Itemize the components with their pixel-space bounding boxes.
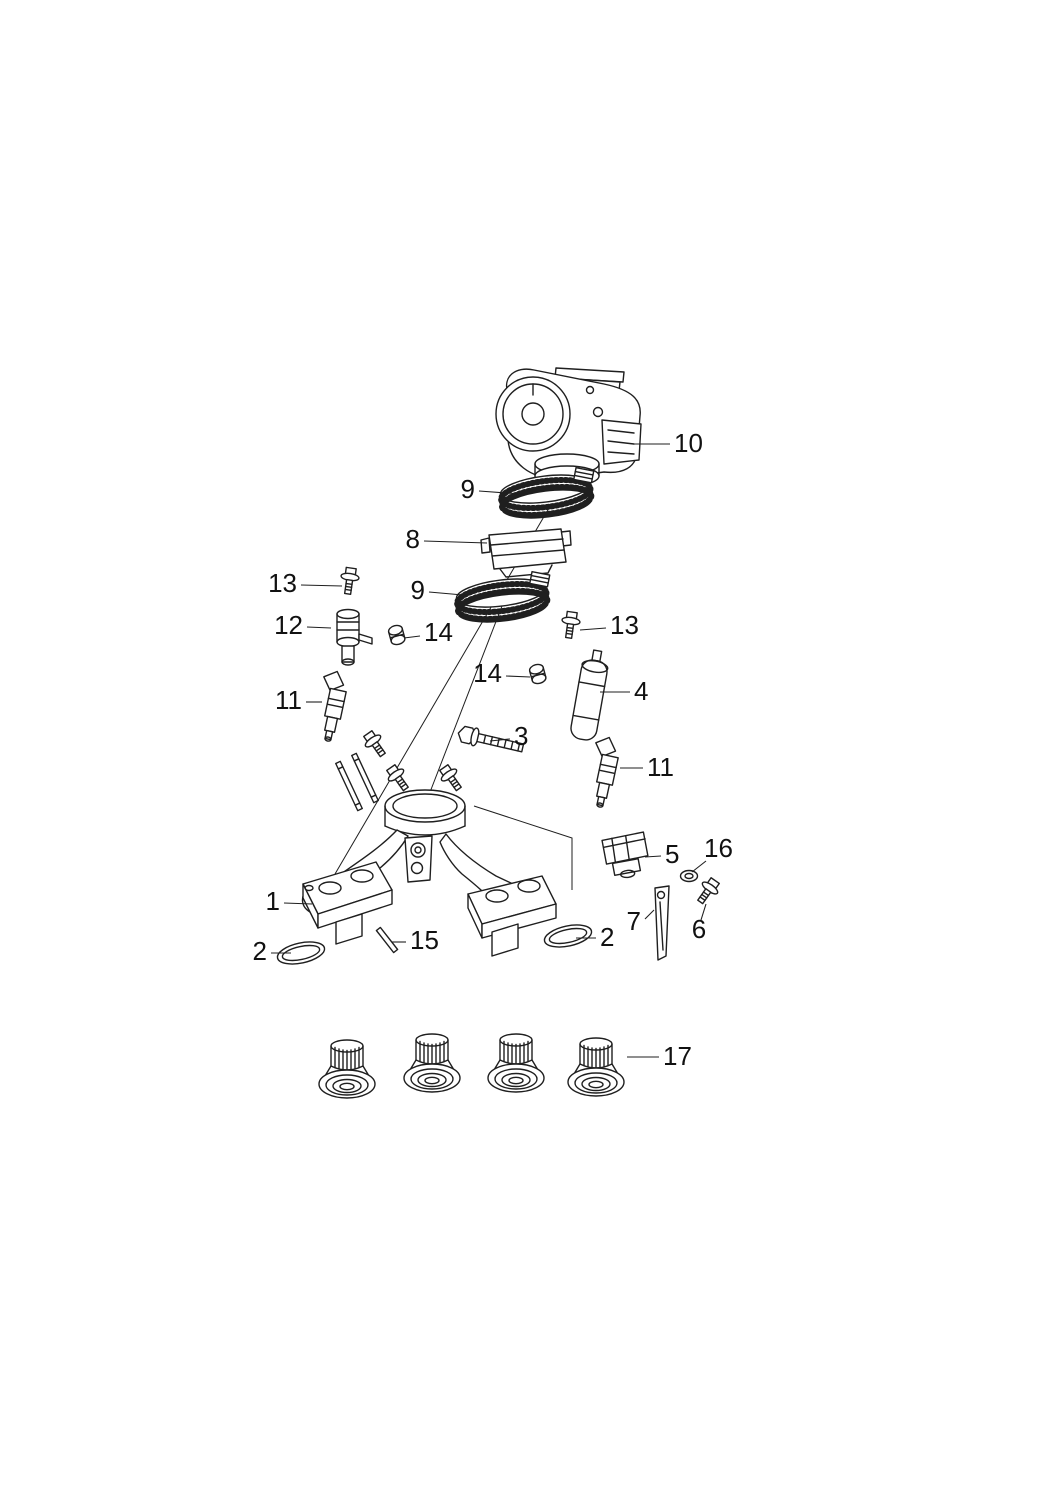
part-plug-14-right <box>527 662 548 686</box>
assembly-lines <box>334 507 573 890</box>
part-bolt-b <box>382 761 414 795</box>
callout-6: 6 <box>692 903 707 944</box>
callout-number: 17 <box>663 1041 692 1071</box>
callout-9: 9 <box>411 575 464 605</box>
part-hose-clamp-lower <box>454 570 554 627</box>
callout-15: 15 <box>392 925 439 955</box>
part-o-ring-right <box>541 920 595 952</box>
callout-1: 1 <box>266 886 313 916</box>
callout-number: 11 <box>647 752 674 782</box>
leader-line <box>403 635 421 639</box>
callout-number: 9 <box>411 575 425 605</box>
leader-line <box>505 675 531 678</box>
part-bolt-13-left <box>338 566 361 596</box>
callout-number: 14 <box>473 658 502 688</box>
callout-number: 2 <box>253 936 267 966</box>
callout-5: 5 <box>644 839 679 869</box>
callout-16: 16 <box>691 833 733 873</box>
callout-number: 13 <box>268 568 297 598</box>
callout-number: 3 <box>514 721 528 751</box>
callout-11: 11 <box>620 752 674 782</box>
callout-2: 2 <box>576 922 614 952</box>
callout-3: 3 <box>489 721 528 751</box>
part-washer <box>679 869 699 883</box>
part-damper-cylinder <box>570 649 609 741</box>
part-cap-3 <box>487 1033 545 1093</box>
part-cap-2 <box>403 1033 461 1093</box>
callout-4: 4 <box>600 676 648 706</box>
callout-number: 4 <box>634 676 648 706</box>
callout-7: 7 <box>627 906 655 936</box>
part-bolt-c <box>435 761 467 795</box>
callout-number: 9 <box>461 474 475 504</box>
callout-number: 12 <box>274 610 303 640</box>
callout-number: 8 <box>406 524 420 554</box>
leader-line <box>300 584 343 587</box>
callout-number: 14 <box>424 617 453 647</box>
callout-10: 10 <box>632 428 703 458</box>
callout-number: 13 <box>610 610 639 640</box>
part-bolt-a <box>359 727 391 761</box>
callout-number: 2 <box>600 922 614 952</box>
callout-number: 5 <box>665 839 679 869</box>
callout-number: 1 <box>266 886 280 916</box>
callout-number: 16 <box>704 833 733 863</box>
part-cap-4 <box>567 1037 625 1097</box>
leader-line <box>283 902 313 905</box>
callout-number: 6 <box>692 914 706 944</box>
part-injector-left <box>310 668 351 744</box>
leader-line <box>644 909 655 920</box>
part-dowel-pin <box>375 926 399 954</box>
part-plug-14-left <box>386 623 407 647</box>
callout-number: 10 <box>674 428 703 458</box>
part-regulator <box>336 608 373 666</box>
leader-line <box>700 903 707 921</box>
part-sensor <box>601 831 649 879</box>
part-bolt-13-right <box>559 610 582 640</box>
leader-line <box>306 626 332 629</box>
part-bolt-3 <box>457 725 525 753</box>
callout-number: 7 <box>627 906 641 936</box>
callout-2: 2 <box>253 936 291 966</box>
part-bracket-strip <box>654 885 670 961</box>
callout-9: 9 <box>461 474 521 504</box>
leader-line <box>489 738 511 742</box>
leader-line <box>423 540 488 544</box>
part-intake-manifold <box>301 789 557 957</box>
leader-line <box>644 855 662 858</box>
callout-number: 11 <box>275 685 302 715</box>
part-adapter-duct <box>480 528 572 578</box>
part-cap-1 <box>318 1039 376 1099</box>
callout-8: 8 <box>406 524 488 554</box>
callout-12: 12 <box>274 610 332 640</box>
leader-line <box>579 627 607 631</box>
leader-line <box>428 591 464 596</box>
callout-13: 13 <box>268 568 343 598</box>
callout-14: 14 <box>403 617 453 647</box>
callout-13: 13 <box>579 610 639 640</box>
leader-line <box>478 490 521 495</box>
leader-line <box>691 860 707 873</box>
callout-14: 14 <box>473 658 531 688</box>
callout-number: 15 <box>410 925 439 955</box>
callout-11: 11 <box>275 685 322 715</box>
part-throttle-body <box>495 367 642 487</box>
callout-17: 17 <box>627 1041 692 1071</box>
part-injector-right <box>582 734 623 810</box>
part-bolt-6 <box>692 874 724 908</box>
